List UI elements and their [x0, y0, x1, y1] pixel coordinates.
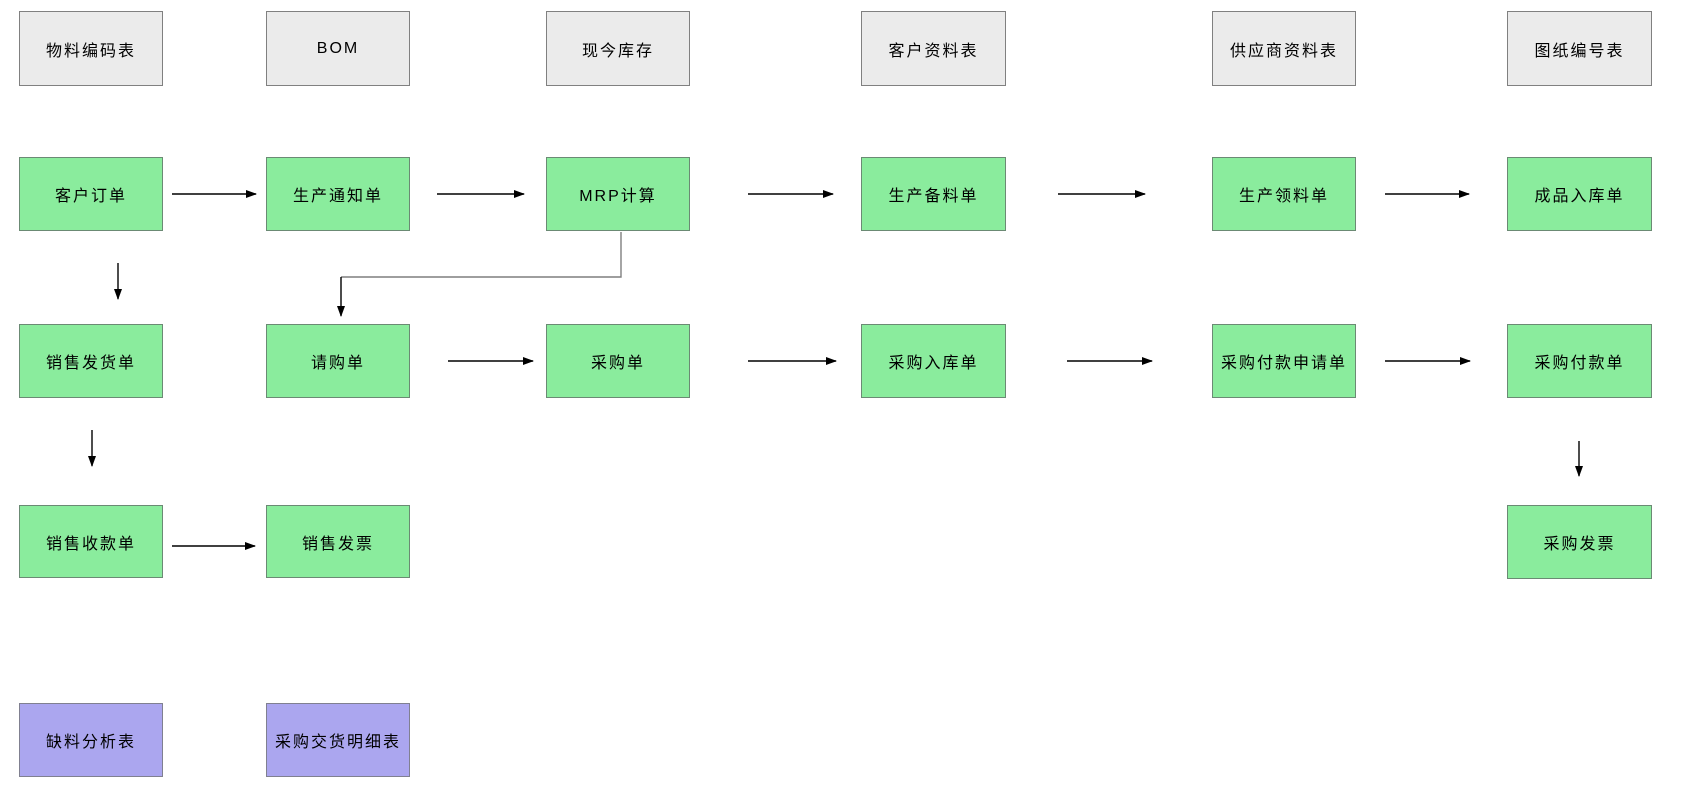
- node-finished-goods-receipt: 成品入库单: [1507, 157, 1652, 231]
- node-supplier-data-table: 供应商资料表: [1212, 11, 1356, 86]
- node-production-prep-list: 生产备料单: [861, 157, 1006, 231]
- node-label-shortage-analysis-table: 缺料分析表: [45, 734, 136, 751]
- node-label-purchase-receipt: 采购入库单: [888, 355, 979, 372]
- node-production-notice: 生产通知单: [266, 157, 410, 231]
- node-label-purchase-order: 采购单: [590, 355, 645, 372]
- node-customer-order: 客户订单: [19, 157, 163, 231]
- node-label-supplier-data-table: 供应商资料表: [1229, 42, 1338, 60]
- node-shortage-analysis-table: 缺料分析表: [19, 703, 163, 777]
- node-label-drawing-number-table: 图纸编号表: [1534, 42, 1625, 60]
- node-label-sales-receipt: 销售收款单: [45, 535, 136, 553]
- node-mrp-calculation: MRP计算: [546, 157, 690, 231]
- node-bom: BOM: [266, 11, 410, 86]
- node-label-production-prep-list: 生产备料单: [888, 188, 979, 205]
- node-sales-invoice: 销售发票: [266, 505, 410, 578]
- node-label-purchase-payment: 采购付款单: [1534, 355, 1625, 372]
- node-purchase-order: 采购单: [546, 324, 690, 398]
- node-label-mrp-calculation: MRP计算: [579, 188, 657, 205]
- node-label-customer-order: 客户订单: [54, 188, 127, 205]
- node-purchase-requisition: 请购单: [266, 324, 410, 398]
- node-label-production-picking-list: 生产领料单: [1238, 188, 1329, 205]
- node-label-purchase-payment-request: 采购付款申请单: [1220, 355, 1347, 372]
- node-purchase-payment: 采购付款单: [1507, 324, 1652, 398]
- node-current-inventory: 现今库存: [546, 11, 690, 86]
- node-production-picking-list: 生产领料单: [1212, 157, 1356, 231]
- node-purchase-invoice: 采购发票: [1507, 505, 1652, 579]
- node-sales-receipt: 销售收款单: [19, 505, 163, 578]
- node-label-production-notice: 生产通知单: [292, 188, 383, 205]
- node-label-finished-goods-receipt: 成品入库单: [1534, 188, 1625, 205]
- node-label-sales-delivery-note: 销售发货单: [45, 355, 136, 372]
- node-label-current-inventory: 现今库存: [581, 42, 654, 60]
- node-sales-delivery-note: 销售发货单: [19, 324, 163, 398]
- node-drawing-number-table: 图纸编号表: [1507, 11, 1652, 86]
- node-purchase-delivery-detail-table: 采购交货明细表: [266, 703, 410, 777]
- node-label-purchase-invoice: 采购发票: [1543, 536, 1616, 553]
- node-label-customer-data-table: 客户资料表: [888, 42, 979, 60]
- node-purchase-receipt: 采购入库单: [861, 324, 1006, 398]
- node-label-bom: BOM: [316, 39, 360, 57]
- node-customer-data-table: 客户资料表: [861, 11, 1006, 86]
- node-label-sales-invoice: 销售发票: [301, 535, 374, 553]
- node-label-purchase-delivery-detail-table: 采购交货明细表: [274, 734, 401, 751]
- node-label-material-code-table: 物料编码表: [45, 42, 136, 60]
- node-label-purchase-requisition: 请购单: [310, 355, 365, 372]
- node-material-code-table: 物料编码表: [19, 11, 163, 86]
- node-purchase-payment-request: 采购付款申请单: [1212, 324, 1356, 398]
- arrow-mrp-to-requisition-elbow: [341, 232, 622, 278]
